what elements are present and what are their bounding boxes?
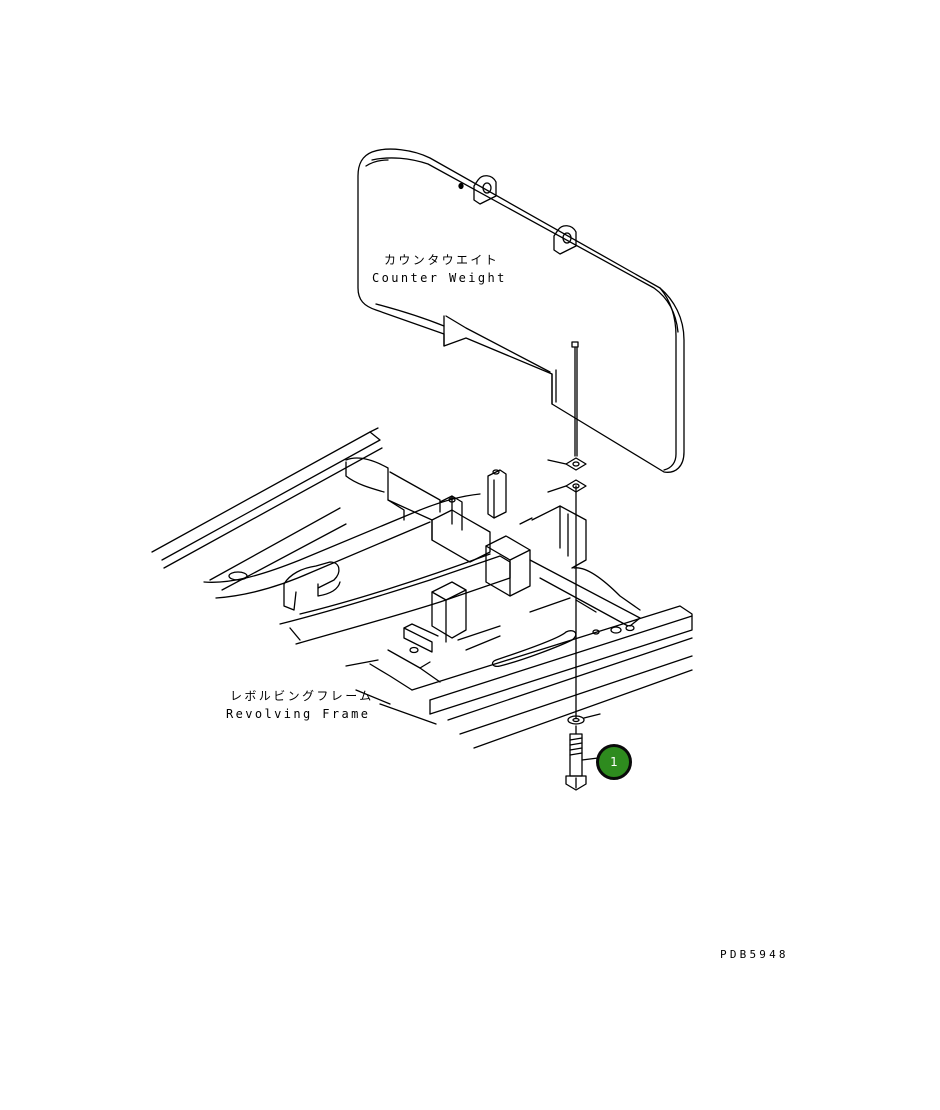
counterweight-body — [357, 148, 685, 473]
revolving-frame-label-en: Revolving Frame — [226, 707, 371, 721]
washer-lower — [567, 713, 601, 725]
assembly-centerline — [571, 341, 579, 735]
counter-weight-label-en: Counter Weight — [372, 271, 507, 285]
drawing-number: PDB5948 — [720, 948, 789, 961]
washer-middle — [547, 479, 587, 493]
revolving-frame-label-jp: レボルビングフレーム — [230, 689, 374, 703]
revolving-frame — [151, 427, 693, 749]
washer-upper — [547, 457, 587, 471]
counter-weight-label-jp: カウンタウエイト — [384, 253, 500, 267]
part-callout-1[interactable]: 1 — [596, 744, 632, 780]
bolt — [565, 733, 599, 791]
